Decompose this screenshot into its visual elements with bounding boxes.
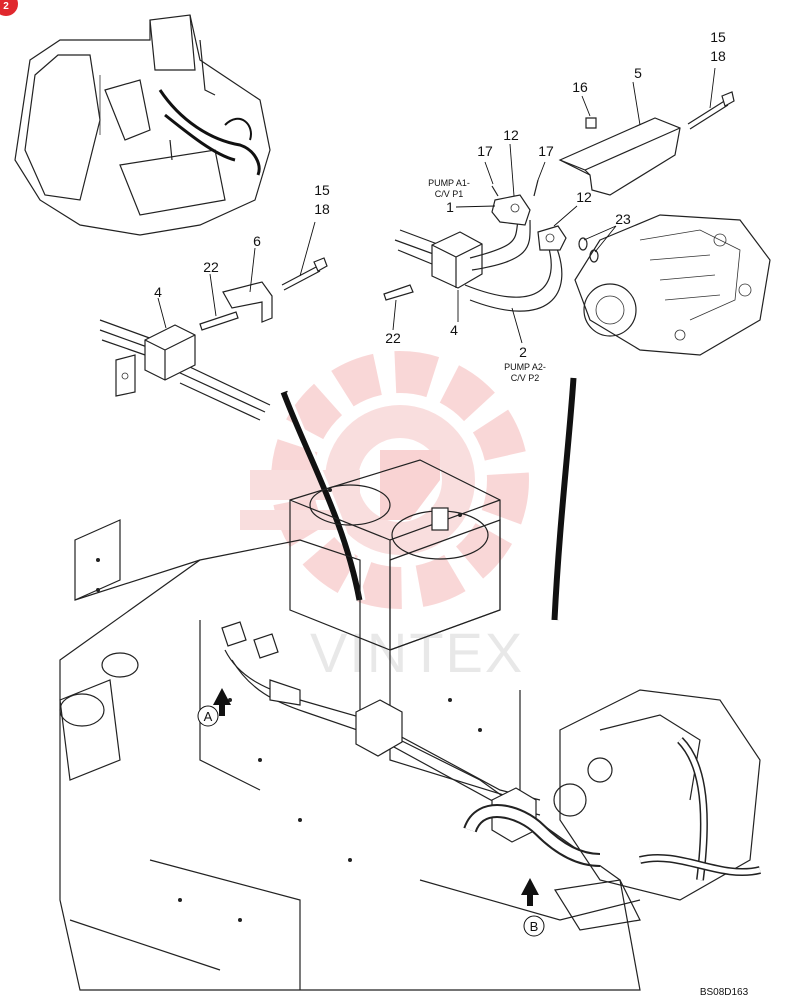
callout-2: 2: [519, 344, 527, 360]
hose-flange-assembly: [383, 91, 771, 356]
callout-18-top: 18: [710, 48, 726, 64]
badge-circle-icon: [0, 0, 18, 16]
callout-17-left: 17: [477, 143, 493, 159]
view-b-marker: B: [521, 878, 545, 937]
callout-22-left: 22: [203, 259, 219, 275]
watermark: VINTEX: [240, 351, 529, 684]
callout-4-left: 4: [154, 284, 162, 300]
callout-15-top: 15: [710, 29, 726, 45]
callout-18-left: 18: [314, 201, 330, 217]
callout-labels: 5 15 18 16 17 12 17 12 23 1 4 2 22 15 18…: [154, 29, 726, 360]
view-b-label: B: [530, 919, 539, 934]
note-pump-a1-line2: C/V P1: [435, 189, 464, 199]
gear-logo-icon: [240, 351, 529, 609]
callout-5: 5: [634, 65, 642, 81]
note-pump-a2-line1: PUMP A2-: [504, 362, 546, 372]
machine-frame-view: [59, 459, 761, 991]
callout-1: 1: [446, 199, 454, 215]
callout-12-top: 12: [503, 127, 519, 143]
page-badge: 2: [0, 0, 18, 16]
callout-15-left: 15: [314, 182, 330, 198]
pump-notes: PUMP A1- C/V P1 PUMP A2- C/V P2: [428, 178, 546, 383]
view-a-marker: A: [197, 688, 231, 727]
badge-number: 2: [3, 1, 9, 12]
note-pump-a2-line2: C/V P2: [511, 373, 540, 383]
pump-illustration: [574, 214, 771, 356]
arrow-up-icon: [213, 688, 231, 716]
callout-leaders: [157, 67, 716, 344]
drawing-reference-code: BS08D163: [700, 987, 749, 998]
callout-17-right: 17: [538, 143, 554, 159]
callout-23: 23: [615, 211, 631, 227]
view-a-label: A: [204, 709, 213, 724]
arrow-up-icon: [521, 878, 539, 906]
excavator-cab-inset: [14, 14, 271, 236]
callout-22-right: 22: [385, 330, 401, 346]
callout-4-right: 4: [450, 322, 458, 338]
left-clamp-assembly: [99, 257, 328, 421]
note-pump-a1-line1: PUMP A1-: [428, 178, 470, 188]
callout-16: 16: [572, 79, 588, 95]
callout-6: 6: [253, 233, 261, 249]
watermark-text: VINTEX: [310, 621, 524, 684]
callout-12-right: 12: [576, 189, 592, 205]
